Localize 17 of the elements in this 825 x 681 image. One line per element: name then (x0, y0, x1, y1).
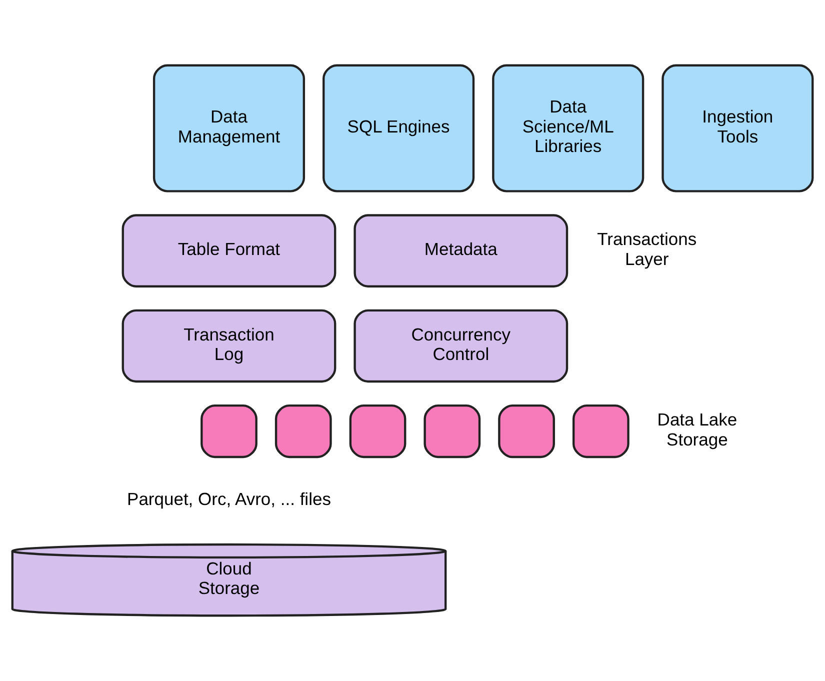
node-box (349, 404, 406, 458)
node-box: Ingestion Tools (662, 64, 814, 192)
node-box (424, 404, 481, 458)
label: Transactions Layer (597, 229, 697, 269)
node-box (274, 404, 332, 458)
node-box: Metadata (354, 214, 568, 288)
label: Parquet, Orc, Avro, ... files (127, 488, 331, 509)
node-box: Concurrency Control (354, 309, 568, 383)
node-box (200, 404, 258, 458)
node-box: SQL Engines (322, 64, 475, 192)
node-box: Data Management (152, 64, 306, 192)
label: Data Lake Storage (657, 410, 738, 450)
node-box: Data Science/ML Libraries (492, 64, 644, 192)
node-box (498, 404, 555, 458)
node-box: Table Format (122, 214, 336, 288)
node-box (572, 404, 630, 458)
node-box: Transaction Log (122, 309, 336, 383)
